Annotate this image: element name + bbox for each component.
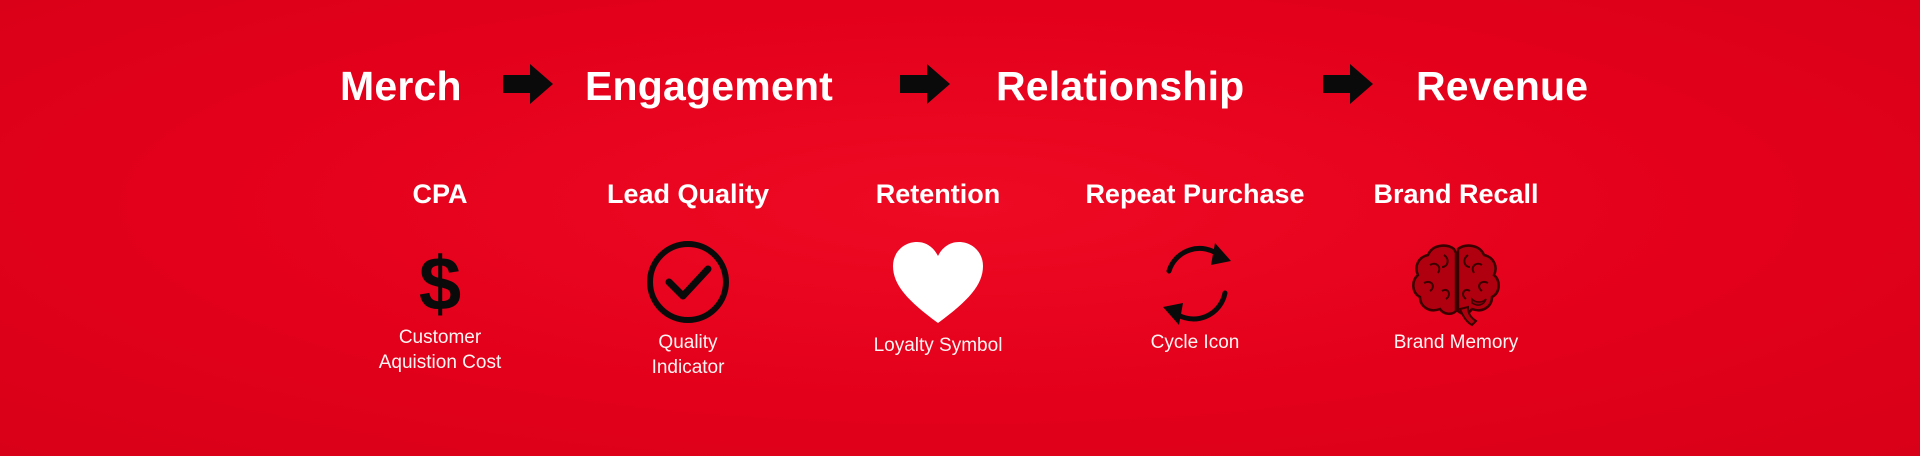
metric-title: Repeat Purchase	[1085, 179, 1305, 209]
metric-description: Quality Indicator	[558, 330, 818, 380]
flow-arrow-icon	[1323, 64, 1373, 104]
metric-description-line: Cycle Icon	[1150, 332, 1240, 353]
metric-description-line: Quality	[658, 332, 718, 353]
metric-description-line: Aquistion Cost	[378, 352, 502, 373]
flow-arrow-icon	[503, 64, 553, 104]
flow-step-relationship: Relationship	[996, 63, 1245, 109]
metric-title: CPA	[412, 179, 468, 209]
metric-title: Brand Recall	[1373, 179, 1539, 209]
metric-description-line: Indicator	[651, 357, 725, 378]
metric-description: Customer Aquistion Cost	[310, 325, 570, 375]
metric-description-line: Brand Memory	[1393, 332, 1519, 353]
metric-description-line: Loyalty Symbol	[873, 335, 1003, 356]
metric-description: Brand Memory	[1326, 330, 1586, 355]
metric-title: Retention	[875, 179, 1001, 209]
metric-description: Loyalty Symbol	[808, 333, 1068, 358]
checkmark-circle-icon	[647, 241, 729, 323]
metric-title: Lead Quality	[606, 179, 770, 209]
brain-icon	[1412, 244, 1500, 327]
dollar-icon: $	[390, 235, 490, 335]
flow-arrow-icon	[900, 64, 950, 104]
cycle-arrows-icon	[1163, 243, 1231, 325]
heart-icon	[893, 242, 983, 323]
metric-description-line: Customer	[398, 327, 482, 348]
dollar-symbol: $	[418, 242, 462, 327]
flow-step-merch: Merch	[340, 63, 462, 109]
flow-step-engagement: Engagement	[585, 63, 834, 109]
metric-description: Cycle Icon	[1065, 330, 1325, 355]
flow-step-revenue: Revenue	[1416, 63, 1589, 109]
